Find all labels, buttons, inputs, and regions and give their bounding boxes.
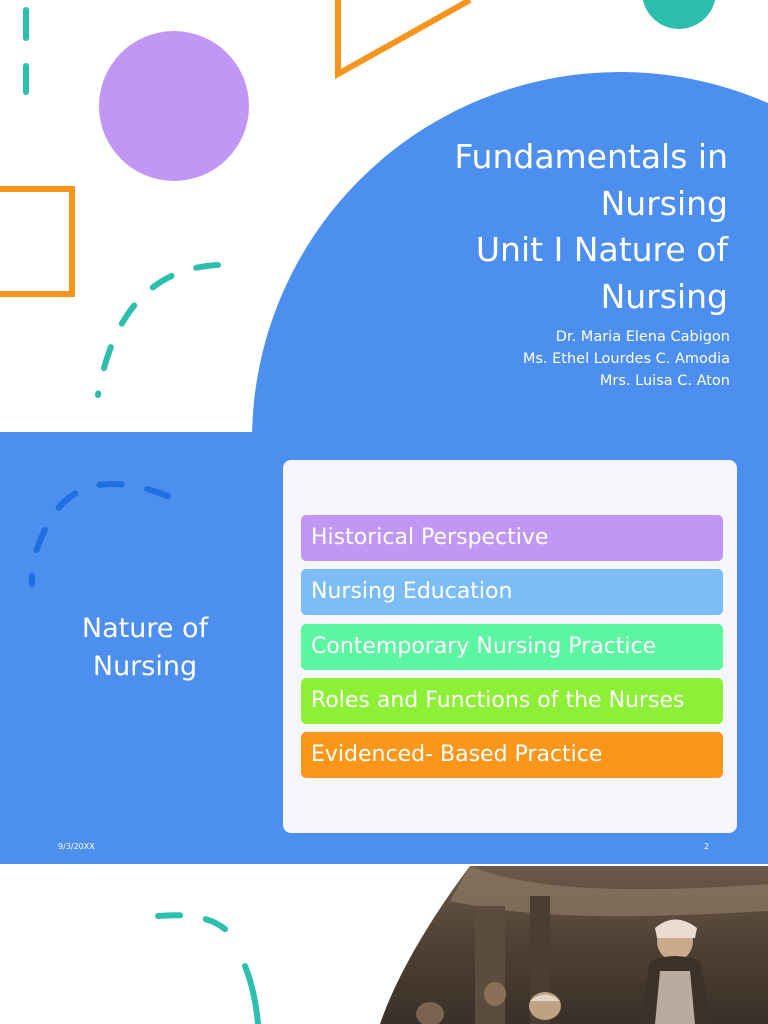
title-line: Nursing (600, 276, 728, 316)
author-name: Dr. Maria Elena Cabigon (555, 329, 730, 345)
teal-circle-shape (642, 0, 716, 29)
orange-square-shape (0, 186, 75, 297)
presentation-title: Fundamentals in Nursing Unit I Nature of… (348, 134, 728, 320)
purple-circle-shape (99, 31, 249, 181)
teal-dashed-arc-shape (95, 262, 221, 398)
slide-page-number: 2 (704, 842, 710, 851)
teal-dash-shape (242, 963, 261, 1024)
topic-evidence-based-practice: Evidenced- Based Practice (301, 732, 723, 778)
topic-roles-and-functions: Roles and Functions of the Nurses (301, 678, 723, 724)
blue-circle-shape (252, 72, 768, 432)
title-line: Nursing (600, 183, 728, 223)
slide-footer-date: 9/3/20XX (58, 842, 95, 851)
author-list: Dr. Maria Elena Cabigon Ms. Ethel Lourde… (523, 326, 730, 392)
blue-dashed-arc-shape (28, 481, 171, 587)
section-title: Nature of Nursing (40, 610, 250, 686)
teal-dashed-arc-shape (155, 912, 236, 941)
topic-contemporary-nursing-practice: Contemporary Nursing Practice (301, 624, 723, 670)
topic-historical-perspective: Historical Perspective (301, 515, 723, 561)
historical-illustration-image (380, 866, 768, 1024)
slide-3-decorations (155, 866, 768, 1024)
topic-nursing-education: Nursing Education (301, 569, 723, 615)
slide-1-decorations (0, 0, 768, 432)
title-line: Unit I Nature of (475, 230, 728, 269)
slide-3 (0, 866, 768, 1024)
section-title-line: Nursing (92, 651, 198, 682)
slide-1: Fundamentals in Nursing Unit I Nature of… (0, 0, 768, 432)
orange-triangle-shape (335, 0, 472, 80)
section-title-line: Nature of (81, 613, 209, 644)
author-name: Ms. Ethel Lourdes C. Amodia (522, 351, 730, 367)
title-line: Fundamentals in (454, 137, 728, 176)
author-name: Mrs. Luisa C. Aton (599, 373, 730, 389)
topics-panel: Historical Perspective Nursing Education… (283, 460, 737, 833)
